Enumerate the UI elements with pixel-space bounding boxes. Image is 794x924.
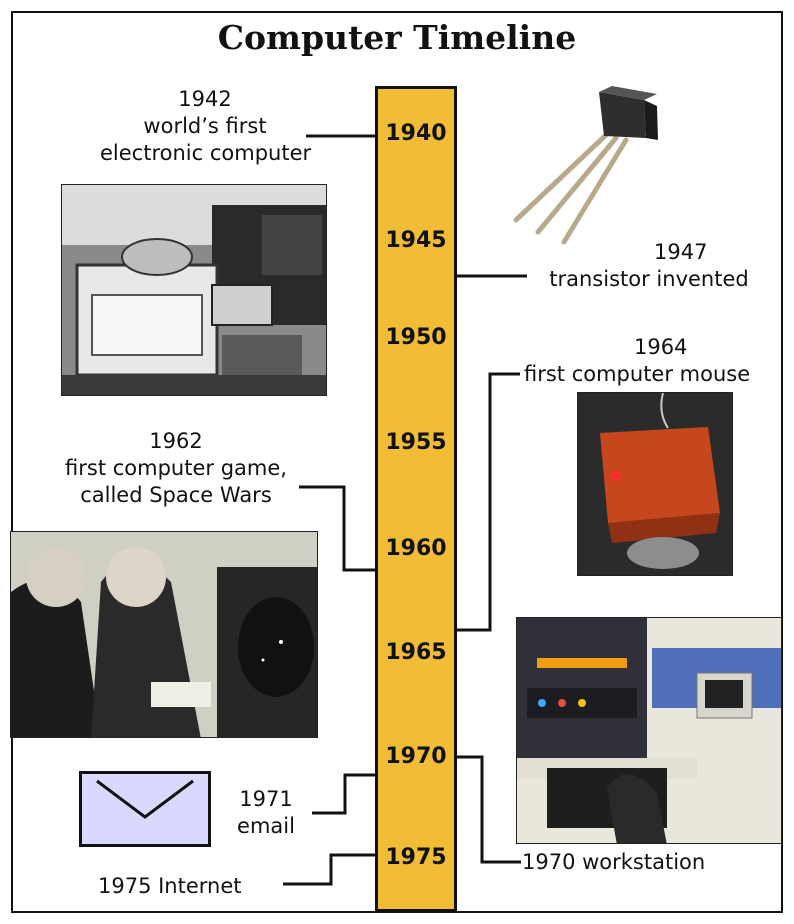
caption-1971: 1971 email [237,787,295,838]
timeline-bar [375,86,457,912]
computer-mouse-photo [577,392,733,576]
connector-1970 [456,755,521,864]
connector-1971 [312,773,376,815]
electronic-computer-photo [61,184,327,396]
poster-frame [11,11,783,913]
email-envelope-icon [79,771,211,847]
year-label-1975: 1975 [385,845,447,870]
space-wars-photo [10,531,318,738]
page-title: Computer Timeline [217,18,577,57]
year-label-1945: 1945 [385,228,447,253]
year-label-1955: 1955 [385,430,447,455]
connector-1964 [456,372,520,632]
caption-1970-workstation: 1970 workstation [522,850,706,874]
caption-1975-internet: 1975 Internet [98,874,242,898]
caption-1942: 1942 world’s first electronic computer [100,87,312,165]
year-label-1940: 1940 [385,121,447,146]
caption-1964: 1964 first computer mouse [524,335,751,386]
caption-1947: 1947 transistor invented [549,240,749,291]
workstation-photo [516,617,782,844]
year-label-1950: 1950 [385,325,447,350]
year-label-1965: 1965 [385,640,447,665]
year-label-1970: 1970 [385,744,447,769]
caption-1962: 1962 first computer game, called Space W… [65,429,287,507]
connector-1962 [299,485,376,572]
connector-1975 [283,853,376,886]
transistor-photo [494,80,674,250]
year-label-1960: 1960 [385,536,447,561]
